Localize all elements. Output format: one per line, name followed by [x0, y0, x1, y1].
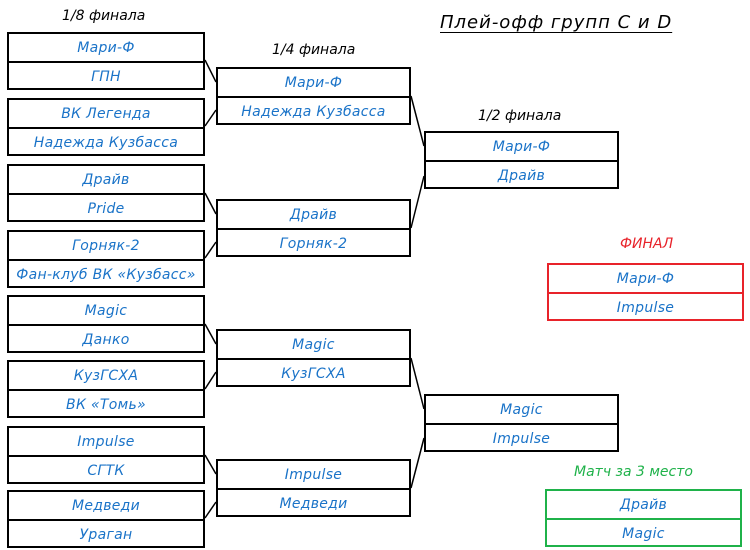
match-box: Magic Данко [7, 295, 205, 353]
team-name: Надежда Кузбасса [9, 127, 203, 156]
team-name: Драйв [619, 496, 668, 513]
final-match-box: Мари-Ф Impulse [547, 263, 744, 321]
team-name: Мари-Ф [616, 270, 675, 287]
connector [204, 59, 217, 83]
team-name: Magic [500, 401, 543, 418]
round-label-qf: 1/4 финала [272, 42, 356, 58]
team-name: Драйв [289, 206, 338, 223]
connector [410, 437, 425, 489]
team-name: Медведи [71, 497, 141, 514]
team-name: Горняк-2 [72, 237, 140, 254]
match-box: Magic Impulse [424, 394, 619, 452]
third-place-match-box: Драйв Magic [545, 489, 742, 547]
team-name: Медведи [218, 488, 409, 517]
team-name: Impulse [426, 423, 617, 452]
match-box: Impulse СГТК [7, 426, 205, 484]
team-name: Pride [9, 193, 203, 222]
team-name: Magic [84, 302, 128, 319]
connector [204, 192, 217, 215]
match-box: Мари-Ф Надежда Кузбасса [216, 67, 411, 125]
match-box: Мари-Ф Драйв [424, 131, 619, 189]
team-name: Magic [292, 336, 335, 353]
round-label-third: Матч за 3 место [574, 464, 693, 480]
round-label-final: ФИНАЛ [620, 236, 674, 252]
match-box: Драйв Pride [7, 164, 205, 222]
connector [410, 175, 425, 229]
team-name: ВК «Томь» [9, 389, 203, 418]
team-name: Драйв [426, 160, 617, 189]
team-name: Данко [9, 324, 203, 353]
match-box: КузГСХА ВК «Томь» [7, 360, 205, 418]
team-name: КузГСХА [218, 358, 409, 387]
match-box: ВК Легенда Надежда Кузбасса [7, 98, 205, 156]
match-box: Горняк-2 Фан-клуб ВК «Кузбасс» [7, 230, 205, 288]
team-name: Надежда Кузбасса [218, 96, 409, 125]
connector [204, 501, 217, 519]
connector [204, 109, 217, 127]
team-name: Фан-клуб ВК «Кузбасс» [9, 259, 203, 288]
page-title: Плей-офф групп С и D [440, 12, 673, 33]
team-name: Горняк-2 [218, 228, 409, 257]
team-name: Impulse [77, 433, 135, 450]
team-name: Impulse [284, 466, 343, 483]
match-box: Мари-Ф ГПН [7, 32, 205, 90]
connector [204, 323, 217, 345]
team-name: Мари-Ф [492, 138, 551, 155]
connector [204, 454, 217, 475]
team-name: Impulse [549, 292, 742, 321]
connector [204, 371, 217, 390]
team-name: ВК Легенда [61, 105, 151, 122]
match-box: Impulse Медведи [216, 459, 411, 517]
team-name: Magic [547, 518, 740, 547]
team-name: Мари-Ф [284, 74, 343, 91]
team-name: Ураган [9, 519, 203, 548]
match-box: Magic КузГСХА [216, 329, 411, 387]
match-box: Драйв Горняк-2 [216, 199, 411, 257]
team-name: Драйв [82, 171, 130, 188]
team-name: Мари-Ф [77, 39, 135, 56]
team-name: КузГСХА [73, 367, 139, 384]
connector [410, 357, 425, 410]
connector [204, 241, 217, 259]
round-label-r16: 1/8 финала [62, 8, 146, 24]
connector [410, 95, 425, 147]
team-name: ГПН [9, 61, 203, 90]
team-name: СГТК [9, 455, 203, 484]
round-label-sf: 1/2 финала [478, 108, 562, 124]
match-box: Медведи Ураган [7, 490, 205, 548]
